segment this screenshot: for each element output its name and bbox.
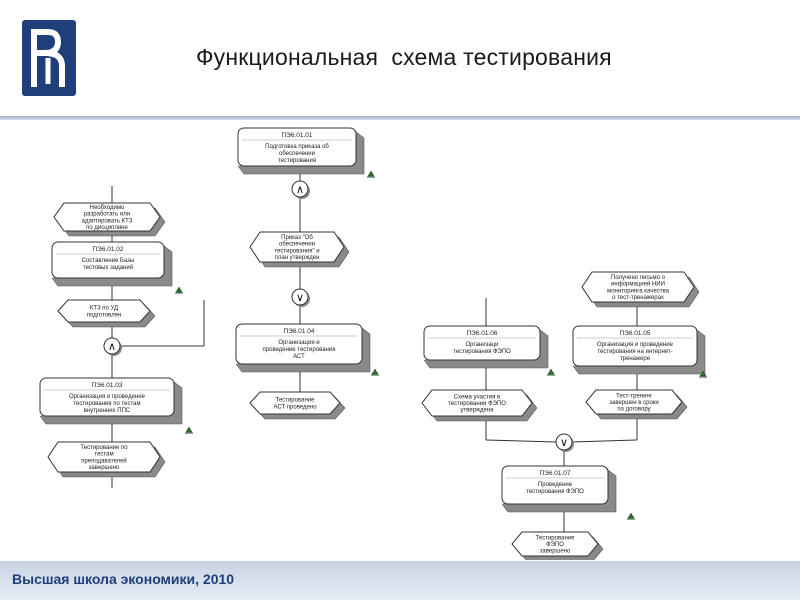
event-label: обеспечении (279, 242, 315, 248)
flow-line (485, 439, 557, 443)
event-label: Тестирование (276, 398, 316, 404)
event-label: информацией НИИ (611, 281, 665, 288)
org-unit-icon (175, 286, 183, 294)
event-label: преподавателей (81, 457, 127, 464)
org-unit-icon (627, 512, 635, 520)
org-unit-icon (547, 368, 555, 376)
function-label: АСТ (293, 354, 305, 360)
logical-connector: ∨ (291, 288, 310, 307)
event-label: Тест-тренинг (616, 393, 653, 399)
connector-symbol: ∧ (108, 341, 116, 353)
event-label: Получено письмо о (611, 275, 666, 281)
org-unit-icon (371, 368, 379, 376)
event-label: подготовлен (87, 312, 121, 318)
hse-logo (22, 20, 76, 96)
footer-bar: Высшая школа экономики, 2010 (0, 561, 800, 600)
event-label: Тестирование (536, 535, 576, 541)
event-shape: Тестирование потестампреподавателейзавер… (47, 441, 166, 478)
function-label: тестирования (278, 158, 316, 164)
event-label: по договору (617, 407, 650, 413)
org-unit-icon (367, 170, 375, 178)
connector-symbol: ∨ (296, 292, 304, 304)
event-label: тестирования" и (274, 248, 319, 254)
event-label: завершен в сроки (609, 400, 659, 406)
event-label: ФЭПО (546, 542, 564, 548)
function-label: обеспечении (279, 151, 315, 157)
event-label: утверждена (460, 408, 494, 414)
function-label: Организаци (466, 342, 499, 348)
function-label: тестирования ФЭПО (526, 489, 584, 495)
function-label: Составление Базы (82, 258, 135, 264)
event-label: план утвержден (275, 255, 320, 261)
logical-connector: ∨ (555, 433, 574, 452)
function-label: тестирования на интернет- (597, 349, 672, 355)
event-label: адаптировать КТЗ (82, 218, 133, 224)
logical-connector: ∧ (103, 337, 122, 356)
event-label: о тест-тренажерах (612, 295, 664, 301)
event-label: АСТ проведено (273, 404, 317, 410)
flow-line (571, 439, 638, 443)
function-label: Подготовка приказа об (265, 144, 329, 150)
connector-symbol: ∧ (296, 184, 304, 196)
function-label: тренажере (620, 356, 651, 362)
event-label: Тестирование по (80, 445, 128, 451)
function-code: ПЭ6.01.05 (619, 330, 650, 337)
function-label: Организация и проведение (69, 394, 146, 400)
function-code: ПЭ6.01.07 (539, 470, 570, 477)
function-label: внутренних ППС (84, 408, 131, 414)
function-code: ПЭ6.01.06 (466, 330, 497, 337)
event-label: по дисциплине (86, 225, 128, 231)
event-label: Приказ "Об (281, 235, 313, 241)
event-label: КТЗ по УД (90, 306, 118, 312)
event-label: мониторинга качества (607, 288, 670, 294)
function-label: Организация и (278, 340, 319, 346)
event-label: Схема участия в (454, 394, 500, 400)
org-unit-icon (185, 426, 193, 434)
footer-text: Высшая школа экономики, 2010 (12, 571, 235, 587)
function-label: Проведение (538, 482, 573, 488)
function-code: ПЭ6.01.04 (283, 328, 314, 335)
function-code: ПЭ6.01.03 (91, 382, 122, 389)
function-code: ПЭ6.01.02 (92, 246, 123, 253)
org-unit-icon (699, 370, 707, 378)
event-label: завершено (89, 465, 120, 471)
page-title: Функциональная схема тестирования (196, 44, 612, 70)
connector-symbol: ∨ (560, 437, 568, 449)
event-label: тестировании ФЭПО (448, 401, 506, 407)
function-label: тестовых заданий (83, 264, 133, 271)
logical-connector: ∧ (291, 180, 310, 199)
header-divider (0, 116, 800, 120)
event-label: разработать или (84, 212, 130, 218)
function-label: тестирования по тестам (73, 401, 140, 407)
function-label: проведение тестирования (263, 347, 336, 353)
event-label: завершено (540, 549, 571, 555)
event-label: Необходимо (90, 205, 125, 211)
function-code: ПЭ6.01.01 (281, 132, 312, 139)
function-label: тестирования ФЭПО (453, 349, 511, 355)
function-label: Организация и проведение (597, 342, 674, 348)
event-label: тестам (94, 452, 113, 458)
